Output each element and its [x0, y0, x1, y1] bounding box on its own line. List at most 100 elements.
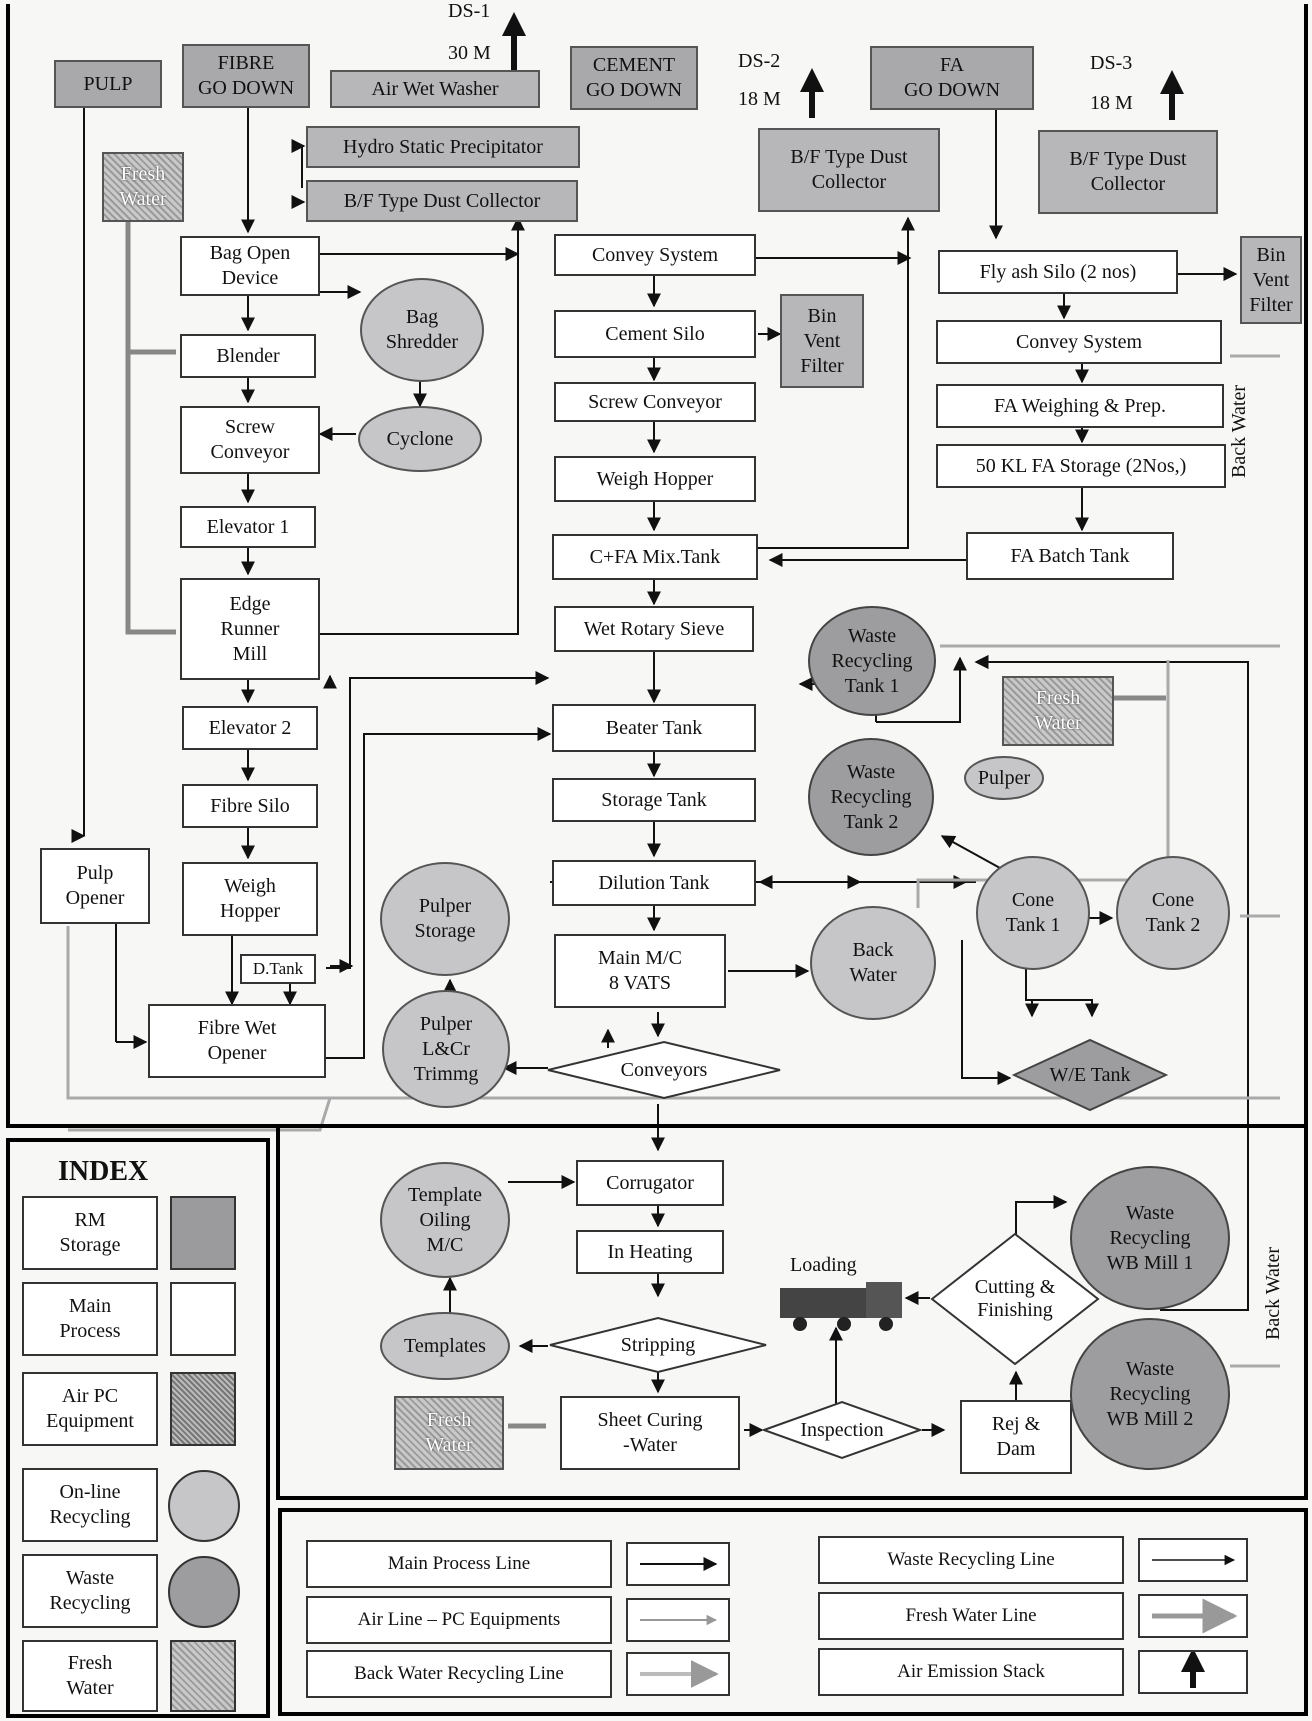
pulper-storage-circle: Pulper Storage [380, 862, 510, 976]
conveyors-label: Conveyors [620, 1058, 708, 1081]
fly-ash-silo-box: Fly ash Silo (2 nos) [938, 250, 1178, 294]
legend-fresh-water-line-label: Fresh Water Line [818, 1592, 1124, 1640]
ds2-label: DS-2 [738, 50, 781, 72]
fibre-silo-box: Fibre Silo [182, 784, 318, 828]
convey-system-2-box: Convey System [936, 320, 1222, 364]
line-legend-panel [278, 1508, 1308, 1716]
ds3-height: 18 M [1090, 92, 1133, 114]
fibre-godown-box: FIBRE GO DOWN [182, 44, 310, 108]
index-rm-storage-label: RM Storage [22, 1196, 158, 1270]
index-rm-storage-swatch [170, 1196, 236, 1270]
weigh-hopper-2-box: Weigh Hopper [554, 456, 756, 502]
pulp-opener-box: Pulp Opener [40, 848, 150, 924]
rej-dam-box: Rej & Dam [960, 1400, 1072, 1474]
cement-godown-box: CEMENT GO DOWN [570, 46, 698, 110]
index-air-pc-swatch [170, 1372, 236, 1446]
fa-batch-tank-box: FA Batch Tank [966, 532, 1174, 580]
inspection-label: Inspection [800, 1418, 884, 1441]
lower-diagram-frame [276, 1124, 1308, 1500]
cement-silo-box: Cement Silo [554, 310, 756, 358]
d-tank-box: D.Tank [240, 954, 316, 984]
wet-rotary-sieve-box: Wet Rotary Sieve [554, 606, 754, 652]
index-waste-recycling-label: Waste Recycling [22, 1554, 158, 1628]
bf-dust-collector-2-box: B/F Type Dust Collector [758, 128, 940, 212]
fa-storage-box: 50 KL FA Storage (2Nos,) [936, 444, 1226, 488]
bin-vent-filter-1-box: Bin Vent Filter [780, 294, 864, 388]
ds3-label: DS-3 [1090, 52, 1133, 74]
screw-conveyor-2-box: Screw Conveyor [554, 382, 756, 422]
legend-back-water-line-label: Back Water Recycling Line [306, 1650, 612, 1698]
index-panel [6, 1138, 270, 1718]
legend-back-water-line-swatch [626, 1652, 730, 1696]
we-tank-diamond: W/E Tank [1012, 1038, 1168, 1112]
index-fresh-water-label: Fresh Water [22, 1640, 158, 1712]
index-online-recycling-label: On-line Recycling [22, 1468, 158, 1542]
legend-air-line-swatch [626, 1598, 730, 1642]
bag-shredder-circle: Bag Shredder [360, 278, 484, 382]
stripping-label: Stripping [620, 1333, 696, 1356]
cutting-finishing-label: Cutting & Finishing [974, 1276, 1056, 1321]
legend-waste-recycling-line-label: Waste Recycling Line [818, 1536, 1124, 1584]
ds2-height: 18 M [738, 88, 781, 110]
legend-air-line-label: Air Line – PC Equipments [306, 1596, 612, 1644]
cone-tank1-circle: Cone Tank 1 [976, 856, 1090, 970]
main-mc-box: Main M/C 8 VATS [554, 934, 726, 1008]
storage-tank-box: Storage Tank [552, 778, 756, 822]
truck-icon [780, 1282, 902, 1331]
legend-air-emission-stack-label: Air Emission Stack [818, 1648, 1124, 1696]
elevator2-box: Elevator 2 [182, 706, 318, 750]
we-tank-label: W/E Tank [1049, 1063, 1131, 1086]
waste-recycling-mill2-circle: Waste Recycling WB Mill 2 [1070, 1318, 1230, 1470]
index-title: INDEX [58, 1156, 149, 1187]
fa-weighing-box: FA Weighing & Prep. [936, 384, 1224, 428]
loading-label: Loading [790, 1254, 857, 1276]
sheet-curing-box: Sheet Curing -Water [560, 1396, 740, 1470]
index-online-recycling-swatch [168, 1470, 240, 1542]
templates-circle: Templates [380, 1312, 510, 1380]
cyclone-circle: Cyclone [358, 406, 482, 472]
template-oiling-circle: Template Oiling M/C [380, 1162, 510, 1278]
fresh-water-2-box: Fresh Water [1002, 676, 1114, 746]
hydro-static-precipitator-box: Hydro Static Precipitator [306, 126, 580, 168]
bf-dust-collector-3-box: B/F Type Dust Collector [1038, 130, 1218, 214]
inspection-diamond: Inspection [762, 1400, 922, 1460]
index-air-pc-label: Air PC Equipment [22, 1372, 158, 1446]
blender-box: Blender [180, 334, 316, 378]
back-water-circle: Back Water [810, 906, 936, 1020]
dilution-tank-box: Dilution Tank [552, 860, 756, 906]
legend-fresh-water-line-swatch [1138, 1594, 1248, 1638]
screw-conveyor-1-box: Screw Conveyor [180, 406, 320, 474]
legend-main-process-line-swatch [626, 1542, 730, 1586]
bag-open-device-box: Bag Open Device [180, 236, 320, 296]
beater-tank-box: Beater Tank [552, 704, 756, 752]
stripping-diamond: Stripping [548, 1316, 768, 1374]
weigh-hopper-1-box: Weigh Hopper [182, 862, 318, 936]
index-main-process-label: Main Process [22, 1282, 158, 1356]
air-wet-washer-box: Air Wet Washer [330, 70, 540, 108]
bin-vent-filter-2-box: Bin Vent Filter [1240, 236, 1302, 324]
legend-waste-recycling-line-swatch [1138, 1538, 1248, 1582]
cutting-finishing-diamond: Cutting & Finishing [930, 1232, 1100, 1366]
ds1-height: 30 M [448, 42, 491, 64]
pulp-box: PULP [54, 60, 162, 108]
cone-tank2-circle: Cone Tank 2 [1116, 856, 1230, 970]
waste-recycling-mill1-circle: Waste Recycling WB Mill 1 [1070, 1166, 1230, 1310]
fresh-water-1-box: Fresh Water [102, 152, 184, 222]
pulper-circle: Pulper [964, 756, 1044, 800]
corrugator-box: Corrugator [576, 1160, 724, 1206]
index-waste-recycling-swatch [168, 1556, 240, 1628]
waste-recycling-tank2-circle: Waste Recycling Tank 2 [808, 738, 934, 856]
legend-main-process-line-label: Main Process Line [306, 1540, 612, 1588]
legend-air-emission-stack-swatch [1138, 1648, 1248, 1694]
convey-system-1-box: Convey System [554, 234, 756, 276]
fibre-wet-opener-box: Fibre Wet Opener [148, 1004, 326, 1078]
waste-recycling-tank1-circle: Waste Recycling Tank 1 [808, 606, 936, 716]
edge-runner-mill-box: Edge Runner Mill [180, 578, 320, 680]
fa-godown-box: FA GO DOWN [870, 46, 1034, 110]
index-main-process-swatch [170, 1282, 236, 1356]
mix-tank-box: C+FA Mix.Tank [552, 534, 758, 580]
bf-dust-collector-1-box: B/F Type Dust Collector [306, 180, 578, 222]
in-heating-box: In Heating [576, 1230, 724, 1274]
